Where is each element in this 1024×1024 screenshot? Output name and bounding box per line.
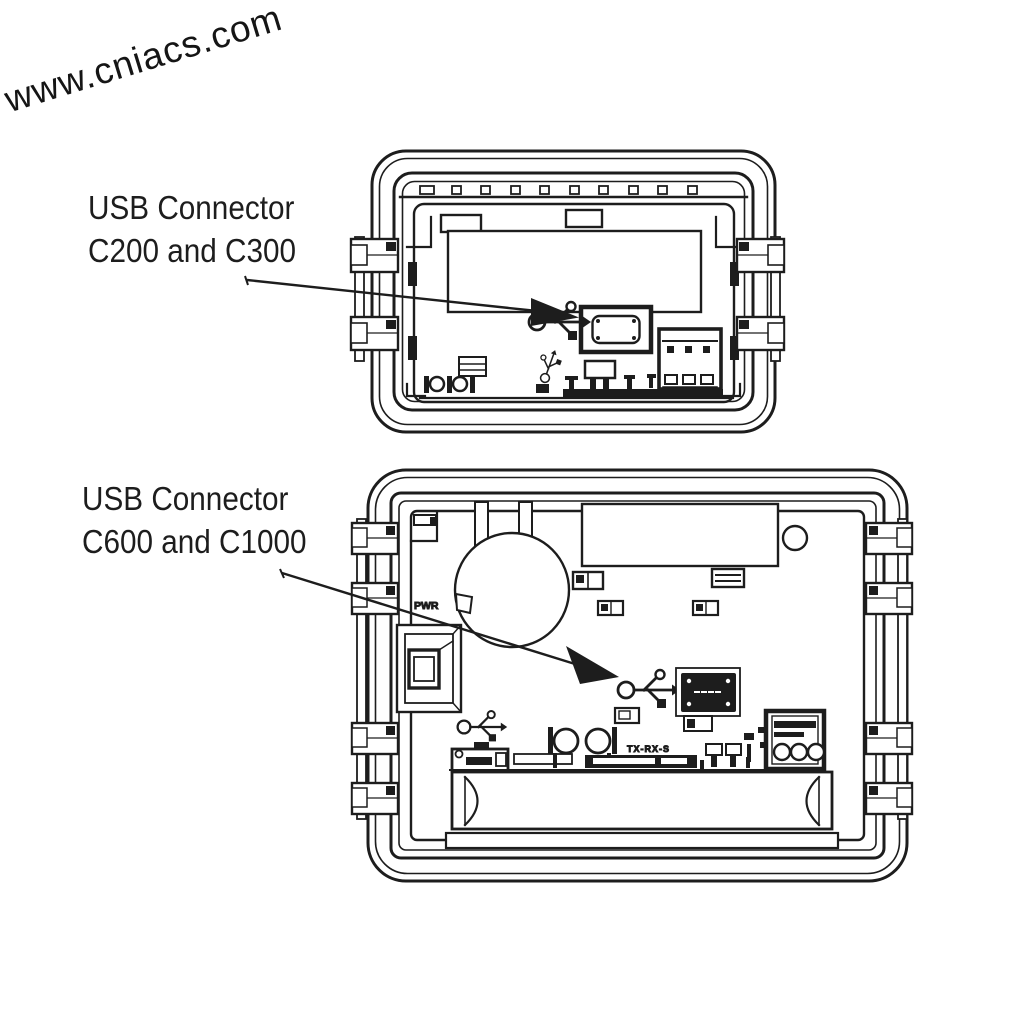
device2-bottom-row — [449, 706, 767, 773]
device1-mounting-clips — [349, 236, 786, 362]
device2-terminal-block — [763, 708, 827, 772]
device1-inner-brackets — [405, 215, 742, 398]
callout-c200-c300: USB Connector C200 and C300 — [88, 186, 296, 272]
device-c600-c1000: PWR — [350, 468, 914, 883]
callout-arrow-c200-c300 — [244, 275, 579, 326]
buzzer-circle — [453, 531, 571, 649]
mini-usb-icon — [532, 345, 566, 393]
device1-label-plate — [439, 208, 703, 314]
callout-c600-c1000: USB Connector C600 and C1000 — [82, 477, 307, 563]
pcb-power-label: PWR — [414, 600, 439, 612]
device2-usb-port — [675, 667, 741, 732]
callout-arrow-c600-c1000 — [279, 568, 619, 684]
callout-c200-line2: C200 and C300 — [88, 232, 297, 269]
clip-right-2 — [864, 581, 914, 616]
clip-left-lower — [349, 315, 400, 352]
device1-pcb-parts — [418, 359, 735, 400]
callout-c200-line1: USB Connector — [88, 189, 295, 226]
callout-c600-line1: USB Connector — [82, 480, 289, 517]
clip-left-2 — [350, 581, 400, 616]
device2-mounting-clips — [350, 518, 914, 820]
pcb-fuse-shape — [454, 592, 474, 615]
clip-right-lower — [735, 315, 786, 352]
clip-right-1 — [864, 521, 914, 556]
clip-right-3 — [864, 721, 914, 756]
clip-left-3 — [350, 721, 400, 756]
device2-top-right-module — [580, 502, 809, 568]
device1-usb-port — [578, 304, 654, 355]
pcb-serial-label: TX-RX-S — [627, 744, 670, 754]
clip-right-upper — [735, 237, 786, 274]
power-connector-port — [395, 623, 463, 714]
clip-right-4 — [864, 781, 914, 816]
battery-compartment — [444, 770, 840, 850]
clip-left-upper — [349, 237, 400, 274]
device1-terminal-block — [657, 327, 723, 391]
clip-left-1 — [350, 521, 400, 556]
callout-c600-line2: C600 and C1000 — [82, 523, 307, 560]
device-c200-c300 — [349, 149, 786, 434]
clip-left-4 — [350, 781, 400, 816]
device2-pcb-small-components — [571, 567, 746, 617]
device1-vent-band — [398, 185, 749, 199]
serial-port-icon — [424, 356, 487, 393]
